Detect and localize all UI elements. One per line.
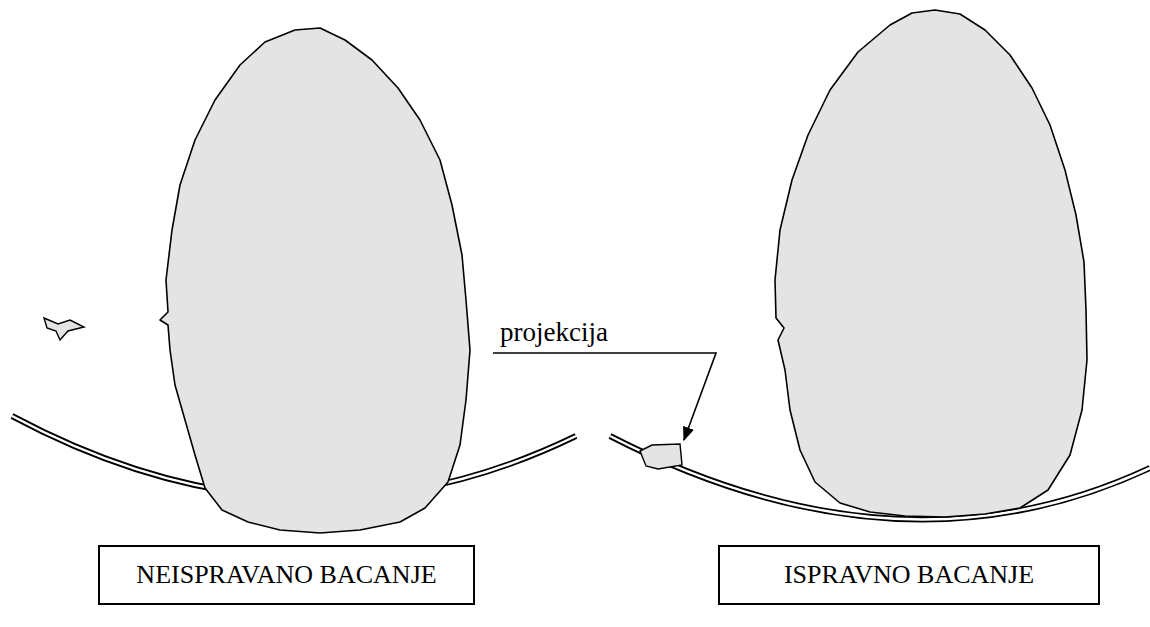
projection-piece — [640, 444, 682, 469]
box-text: NEISPRAVANO BACANJE — [136, 561, 436, 590]
callout-label: projekcija — [500, 318, 608, 348]
caption-box: NEISPRAVANO BACANJE — [98, 545, 475, 605]
leader-line — [493, 353, 716, 440]
stone-shape — [775, 10, 1087, 517]
caption-box: ISPRAVNO BACANJE — [718, 545, 1100, 605]
projection-fragment — [44, 318, 84, 340]
box-text: ISPRAVNO BACANJE — [784, 561, 1034, 590]
stone-shape — [160, 28, 470, 533]
